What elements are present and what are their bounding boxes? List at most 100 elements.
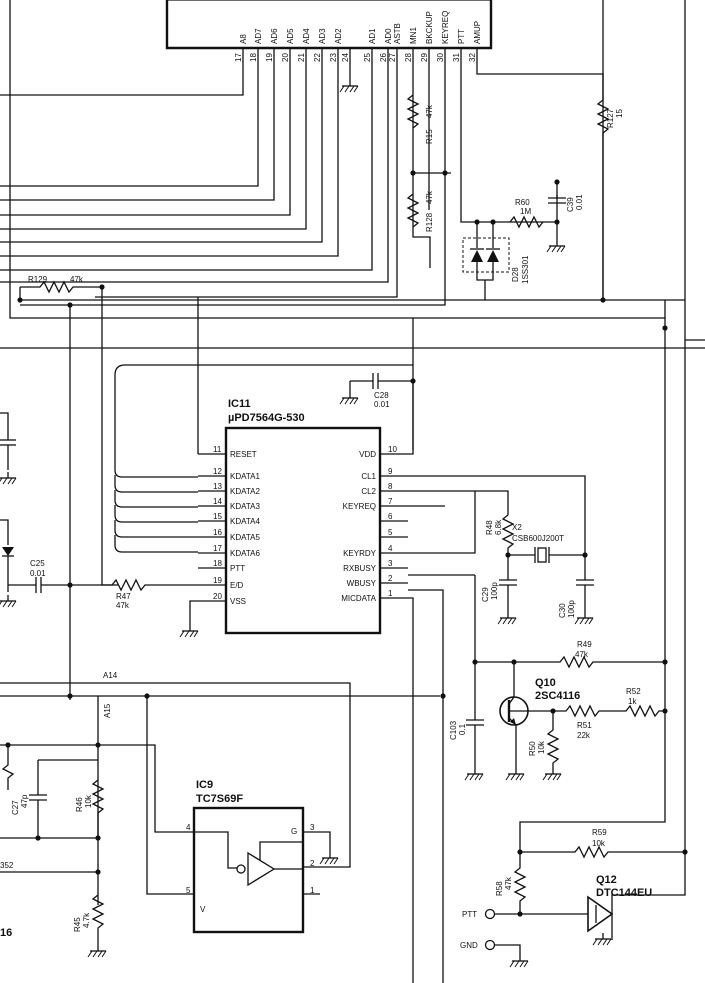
ic11-left-pin-number: 20 bbox=[213, 592, 222, 601]
ic11-right-wiring bbox=[408, 381, 586, 983]
ic9-pin-v: V bbox=[200, 905, 206, 914]
capacitor-c30: C30 100p bbox=[558, 555, 594, 625]
c28-label: C28 bbox=[374, 391, 389, 400]
ic11-right-pin-number: 6 bbox=[388, 512, 393, 521]
top-pin-name: AD5 bbox=[286, 28, 295, 44]
capacitor-c25: C25 0.01 bbox=[30, 559, 102, 593]
r51-value: 22k bbox=[577, 731, 591, 740]
r47-label: R47 bbox=[116, 592, 131, 601]
resistor-r58: R58 47k bbox=[495, 852, 527, 914]
r15-label: R15 bbox=[425, 129, 434, 144]
capacitor-c39: C39 0.01 bbox=[546, 182, 584, 253]
ic9-pin-g: G bbox=[291, 827, 297, 836]
ic11-left-pin-name: KDATA6 bbox=[230, 549, 260, 558]
resistor-r52: R52 1k bbox=[612, 687, 665, 718]
ic11-left-pin-number: 14 bbox=[213, 497, 222, 506]
a14-label: A14 bbox=[103, 671, 118, 680]
top-ic-block bbox=[165, 0, 493, 50]
ic11-right-pin-number: 1 bbox=[388, 589, 393, 598]
ic11-right-pin-number: 5 bbox=[388, 528, 393, 537]
net-a14: A14 bbox=[0, 671, 351, 700]
top-pin-name: AD3 bbox=[318, 28, 327, 44]
top-pin-name: PTT bbox=[457, 29, 466, 44]
c25-value: 0.01 bbox=[30, 569, 46, 578]
r48-label: R48 bbox=[485, 520, 494, 535]
ic11-left-pin-name: KDATA5 bbox=[230, 533, 260, 542]
a15-label: A15 bbox=[103, 703, 112, 718]
top-pin-name: ASTB bbox=[393, 23, 402, 44]
resistor-r15: R15 47k bbox=[406, 94, 434, 144]
c27-label: C27 bbox=[11, 800, 20, 815]
ptt-terminal[interactable]: PTT bbox=[462, 908, 520, 920]
top-pin-name: AD1 bbox=[368, 28, 377, 44]
ic11-left-pin-name: PTT bbox=[230, 564, 245, 573]
ic11-right-pin-name: WBUSY bbox=[347, 579, 377, 588]
top-pin-number: 32 bbox=[468, 53, 477, 62]
partial-label-mid: 352 bbox=[0, 861, 14, 870]
top-pin-name: AD7 bbox=[254, 28, 263, 44]
ic11-right-pin-number: 2 bbox=[388, 574, 393, 583]
partial-label-bottom: 16 bbox=[0, 927, 12, 939]
ic11-right-pin-name: CL1 bbox=[361, 472, 376, 481]
top-pin-name: BKCKUP bbox=[425, 11, 434, 44]
gnd-terminal[interactable]: GND bbox=[460, 939, 529, 968]
r52-value: 1k bbox=[628, 697, 637, 706]
top-pin-name: AD0 bbox=[384, 28, 393, 44]
r129-value: 47k bbox=[70, 275, 84, 284]
top-pin-number: 18 bbox=[249, 53, 258, 62]
ic11-right-pin-name: RXBUSY bbox=[343, 564, 377, 573]
q12-value: DTC144EU bbox=[596, 887, 652, 899]
r58-value: 47k bbox=[504, 876, 513, 890]
ic11-right-pin-number: 4 bbox=[388, 544, 393, 553]
ic11-right-pin-name: KEYREQ bbox=[343, 502, 376, 511]
r58-label: R58 bbox=[495, 881, 504, 896]
svg-text:4: 4 bbox=[186, 823, 191, 832]
c30-value: 100p bbox=[567, 600, 576, 618]
top-pin-number: 22 bbox=[313, 53, 322, 62]
capacitor-c29: C29 100p bbox=[481, 555, 517, 625]
top-pin-number: 17 bbox=[234, 53, 243, 62]
top-pin-number: 30 bbox=[436, 53, 445, 62]
resistor-r45: R45 4.7k bbox=[73, 894, 107, 958]
resistor-r47: R47 47k bbox=[102, 578, 198, 610]
r128-label: R128 bbox=[425, 212, 434, 232]
top-pin-number: 24 bbox=[341, 53, 350, 62]
r127-value: 15 bbox=[615, 109, 624, 118]
resistor-r51: R51 22k bbox=[528, 704, 612, 740]
capacitor-c28: C28 0.01 bbox=[339, 373, 413, 409]
c103-label: C103 bbox=[449, 720, 458, 740]
ic11-right-pin-number: 8 bbox=[388, 482, 393, 491]
diode-d28: D28 1SS301 bbox=[462, 222, 530, 300]
top-pin-number: 26 bbox=[379, 53, 388, 62]
top-pin-number: 23 bbox=[329, 53, 338, 62]
c39-label: C39 bbox=[566, 197, 575, 212]
r50-value: 10k bbox=[537, 740, 546, 754]
r129-label: R129 bbox=[28, 275, 48, 284]
resistor-r128: R128 47k bbox=[406, 190, 434, 232]
ic11-right-pin-name: KEYRDY bbox=[343, 549, 377, 558]
r59-value: 10k bbox=[592, 839, 606, 848]
x2-label: X2 bbox=[512, 523, 522, 532]
d28-value: 1SS301 bbox=[521, 255, 530, 284]
x2-value: CSB600J200T bbox=[512, 534, 564, 543]
svg-text:1: 1 bbox=[310, 886, 315, 895]
c27-value: 47p bbox=[20, 794, 29, 808]
top-pin-name: AD4 bbox=[302, 28, 311, 44]
q10-label: Q10 bbox=[535, 677, 556, 689]
ic11-right-pin-number: 3 bbox=[388, 559, 393, 568]
ic9: IC9 TC7S69F 4 5 3 2 1 G V bbox=[146, 696, 339, 934]
top-pin-number: 29 bbox=[420, 53, 429, 62]
top-pin-name: A8 bbox=[239, 34, 248, 44]
r60-value: 1M bbox=[520, 207, 531, 216]
resistor-r60: R60 1M bbox=[509, 198, 544, 229]
ic11-left-pin-number: 11 bbox=[213, 445, 222, 454]
ic11-left-pin-number: 19 bbox=[213, 576, 222, 585]
ic11-right-pin-name: CL2 bbox=[361, 487, 376, 496]
ic11-right-pin-name: VDD bbox=[359, 450, 376, 459]
r127-label: R127 bbox=[606, 108, 615, 128]
ic11-left-pin-name: KDATA4 bbox=[230, 517, 260, 526]
r49-value: 47k bbox=[575, 650, 589, 659]
resistor-r48: R48 6.8k bbox=[485, 514, 515, 555]
c29-label: C29 bbox=[481, 587, 490, 602]
